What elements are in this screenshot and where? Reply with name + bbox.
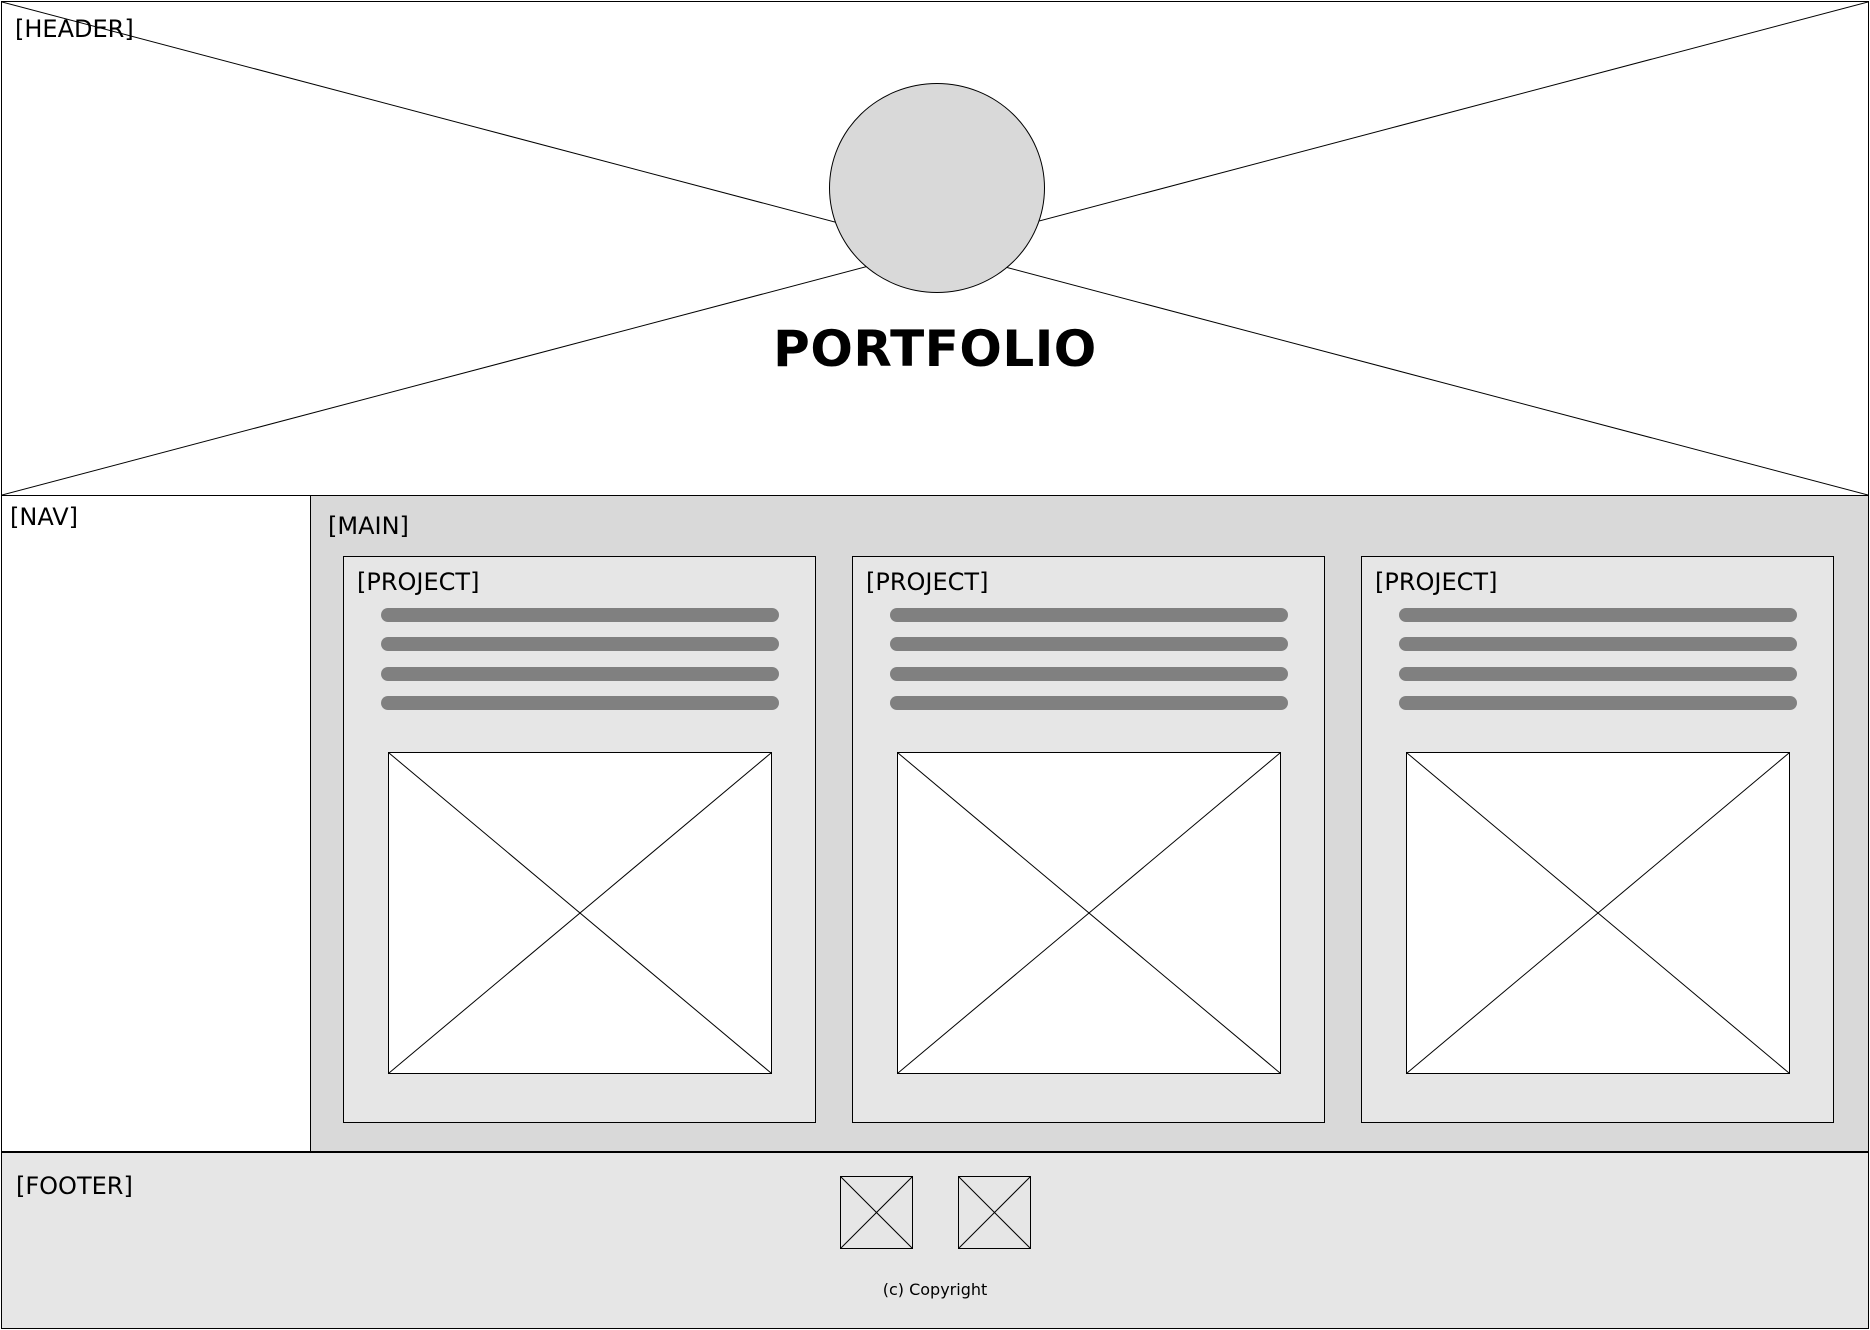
project-image-placeholder <box>388 752 772 1074</box>
main-label: [MAIN] <box>328 512 409 540</box>
project-label: [PROJECT] <box>1375 568 1498 596</box>
text-placeholder-line <box>890 637 1288 651</box>
copyright-text: (c) Copyright <box>882 1280 988 1299</box>
main-region: [MAIN] [PROJECT] [PROJECT] [PROJECT] <box>310 495 1869 1152</box>
header-label: [HEADER] <box>15 15 134 43</box>
project-label: [PROJECT] <box>866 568 989 596</box>
page-title: PORTFOLIO <box>773 320 1097 378</box>
social-link-1[interactable] <box>840 1176 913 1249</box>
text-placeholder-line <box>1399 667 1797 681</box>
text-placeholder-line <box>381 637 779 651</box>
nav-label: [NAV] <box>10 503 78 531</box>
image-placeholder-icon <box>389 753 771 1073</box>
social-link-2[interactable] <box>958 1176 1031 1249</box>
text-placeholder-line <box>381 667 779 681</box>
text-placeholder-line <box>890 696 1288 710</box>
text-placeholder-line <box>890 667 1288 681</box>
text-placeholder-line <box>890 608 1288 622</box>
project-image-placeholder <box>1406 752 1790 1074</box>
text-placeholder-line <box>1399 696 1797 710</box>
image-placeholder-icon <box>898 753 1280 1073</box>
text-placeholder-line <box>1399 608 1797 622</box>
avatar <box>829 83 1045 293</box>
image-placeholder-icon <box>1407 753 1789 1073</box>
text-placeholder-line <box>1399 637 1797 651</box>
project-image-placeholder <box>897 752 1281 1074</box>
text-placeholder-line <box>381 608 779 622</box>
image-placeholder-icon <box>959 1177 1030 1248</box>
header-region: [HEADER] PORTFOLIO <box>1 1 1869 496</box>
nav-region: [NAV] <box>1 495 311 1152</box>
text-placeholder-line <box>381 696 779 710</box>
project-label: [PROJECT] <box>357 568 480 596</box>
project-card[interactable]: [PROJECT] <box>852 556 1325 1123</box>
project-card[interactable]: [PROJECT] <box>343 556 816 1123</box>
project-card[interactable]: [PROJECT] <box>1361 556 1834 1123</box>
image-placeholder-icon <box>841 1177 912 1248</box>
footer-label: [FOOTER] <box>16 1172 133 1200</box>
footer-region: [FOOTER] (c) Copyright <box>1 1152 1869 1329</box>
